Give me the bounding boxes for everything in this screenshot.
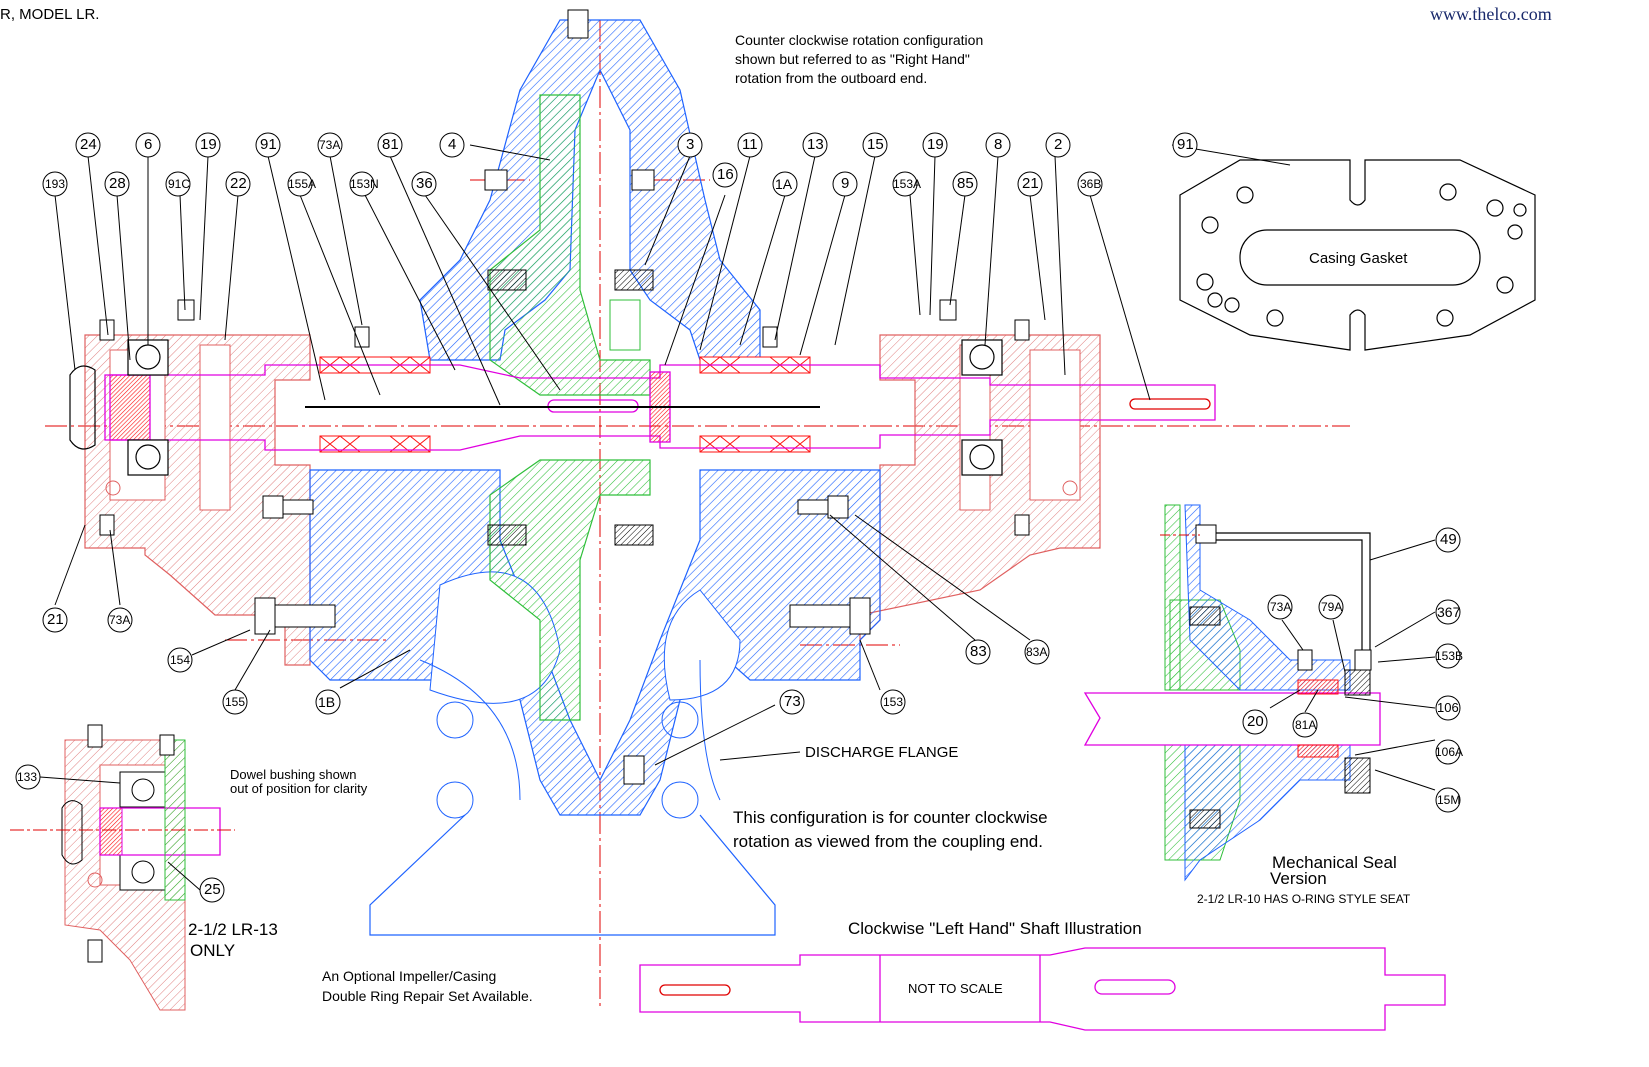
balloon-label: 155A [288, 177, 317, 191]
balloon-label: 1B [318, 694, 336, 710]
config-note-line1: This configuration is for counter clockw… [733, 808, 1048, 827]
balloon-label: 193 [45, 177, 66, 191]
balloon-label: 1A [775, 176, 793, 192]
rotation-note-line3: rotation from the outboard end. [735, 70, 928, 86]
optional-note-line1: An Optional Impeller/Casing [322, 968, 497, 984]
balloon-label: 21 [1022, 175, 1039, 192]
balloon-label: 13 [807, 136, 824, 153]
balloon-group-seal [1242, 527, 1461, 813]
balloon-label: 4 [448, 136, 457, 153]
balloon-label: 22 [230, 175, 247, 192]
packing-right [699, 356, 811, 453]
casing-gasket [1179, 159, 1536, 351]
lr13-detail [10, 724, 235, 1011]
balloon-label: 106A [1435, 745, 1464, 759]
balloon-label: 153N [350, 177, 379, 191]
balloon-label: 133 [17, 770, 38, 784]
balloon-label: 25 [204, 881, 221, 898]
balloon-label: 154 [170, 653, 191, 667]
balloon-label: 11 [742, 136, 758, 153]
balloon-label: 81A [1295, 718, 1317, 732]
balloon-label: 8 [994, 136, 1003, 153]
not-to-scale-label: NOT TO SCALE [908, 981, 1003, 996]
balloon-label: 155 [225, 695, 246, 709]
balloon-label: 73A [1270, 600, 1292, 614]
leader-lines [54, 144, 1291, 766]
balloon-label: 24 [80, 136, 97, 153]
balloon-label: 36B [1080, 177, 1102, 191]
balloon-label: 19 [200, 136, 217, 153]
rotation-note-line2: shown but referred to as "Right Hand" [735, 51, 970, 67]
balloon-label: 16 [717, 166, 734, 183]
shaft [104, 364, 1216, 451]
lr13-label-line1: 2-1/2 LR-13 [188, 920, 278, 939]
balloon-label: 9 [841, 175, 850, 192]
rotation-note-line1: Counter clockwise rotation configuration [735, 32, 984, 48]
balloon-label: 79A [1321, 600, 1343, 614]
balloon-label: 28 [109, 175, 126, 192]
dowel-note-line2: out of position for clarity [230, 781, 368, 796]
bearings [127, 339, 1003, 476]
balloon-label: 83 [970, 643, 987, 660]
discharge-flange-label: DISCHARGE FLANGE [805, 744, 959, 761]
balloon-label: 91 [1177, 136, 1194, 153]
dowel-note-line1: Dowel bushing shown [230, 767, 357, 782]
balloon-label: 20 [1247, 713, 1264, 730]
balloon-label: 73 [784, 693, 801, 710]
packing-left [319, 356, 431, 453]
balloon-label: 36 [416, 175, 433, 192]
balloon-label: 49 [1440, 531, 1457, 548]
optional-note-line2: Double Ring Repair Set Available. [322, 988, 533, 1004]
config-note-line2: rotation as viewed from the coupling end… [733, 832, 1043, 851]
mech-seal-note: 2-1/2 LR-10 HAS O-RING STYLE SEAT [1197, 892, 1411, 906]
balloon-label: 81 [382, 136, 399, 153]
balloon-label: 367 [1437, 604, 1461, 620]
balloon-label: 21 [47, 611, 64, 628]
left-hand-shaft [639, 947, 1446, 1031]
mech-seal-title-line2: Version [1270, 869, 1327, 888]
bearing-frame-right [859, 334, 1101, 642]
balloon-label: 6 [144, 136, 153, 153]
left-hand-title: Clockwise "Left Hand" Shaft Illustration [848, 919, 1142, 938]
balloon-label: 106 [1437, 700, 1459, 715]
balloon-label: 19 [927, 136, 944, 153]
balloon-label: 83A [1026, 645, 1048, 659]
lr13-label-line2: ONLY [190, 941, 236, 960]
balloon-label: 153 [883, 695, 904, 709]
balloon-label: 73A [319, 138, 341, 152]
mechanical-seal-detail [1083, 504, 1381, 882]
balloon-label: 3 [686, 136, 695, 153]
seal-leaders [1269, 539, 1436, 791]
title-fragment: R, MODEL LR. [0, 6, 100, 23]
balloon-label: 2 [1054, 136, 1063, 153]
website-link[interactable]: www.thelco.com [1430, 4, 1552, 24]
balloon-label: 153A [893, 177, 922, 191]
balloon-label: 15 [867, 136, 884, 153]
mech-seal-title-line1: Mechanical Seal [1272, 853, 1397, 872]
casing-gasket-label: Casing Gasket [1309, 250, 1408, 267]
balloon-group-main [42, 132, 1198, 715]
coupling-cap [69, 365, 96, 450]
balloon-label: 153B [1435, 649, 1464, 663]
balloon-label: 73A [109, 613, 131, 627]
balloon-label: 91C [168, 177, 191, 191]
bolts [99, 9, 1030, 785]
balloon-label: 85 [957, 175, 974, 192]
balloon-label: 15M [1437, 793, 1461, 807]
balloon-label: 91 [260, 136, 277, 153]
wear-rings [487, 269, 654, 546]
